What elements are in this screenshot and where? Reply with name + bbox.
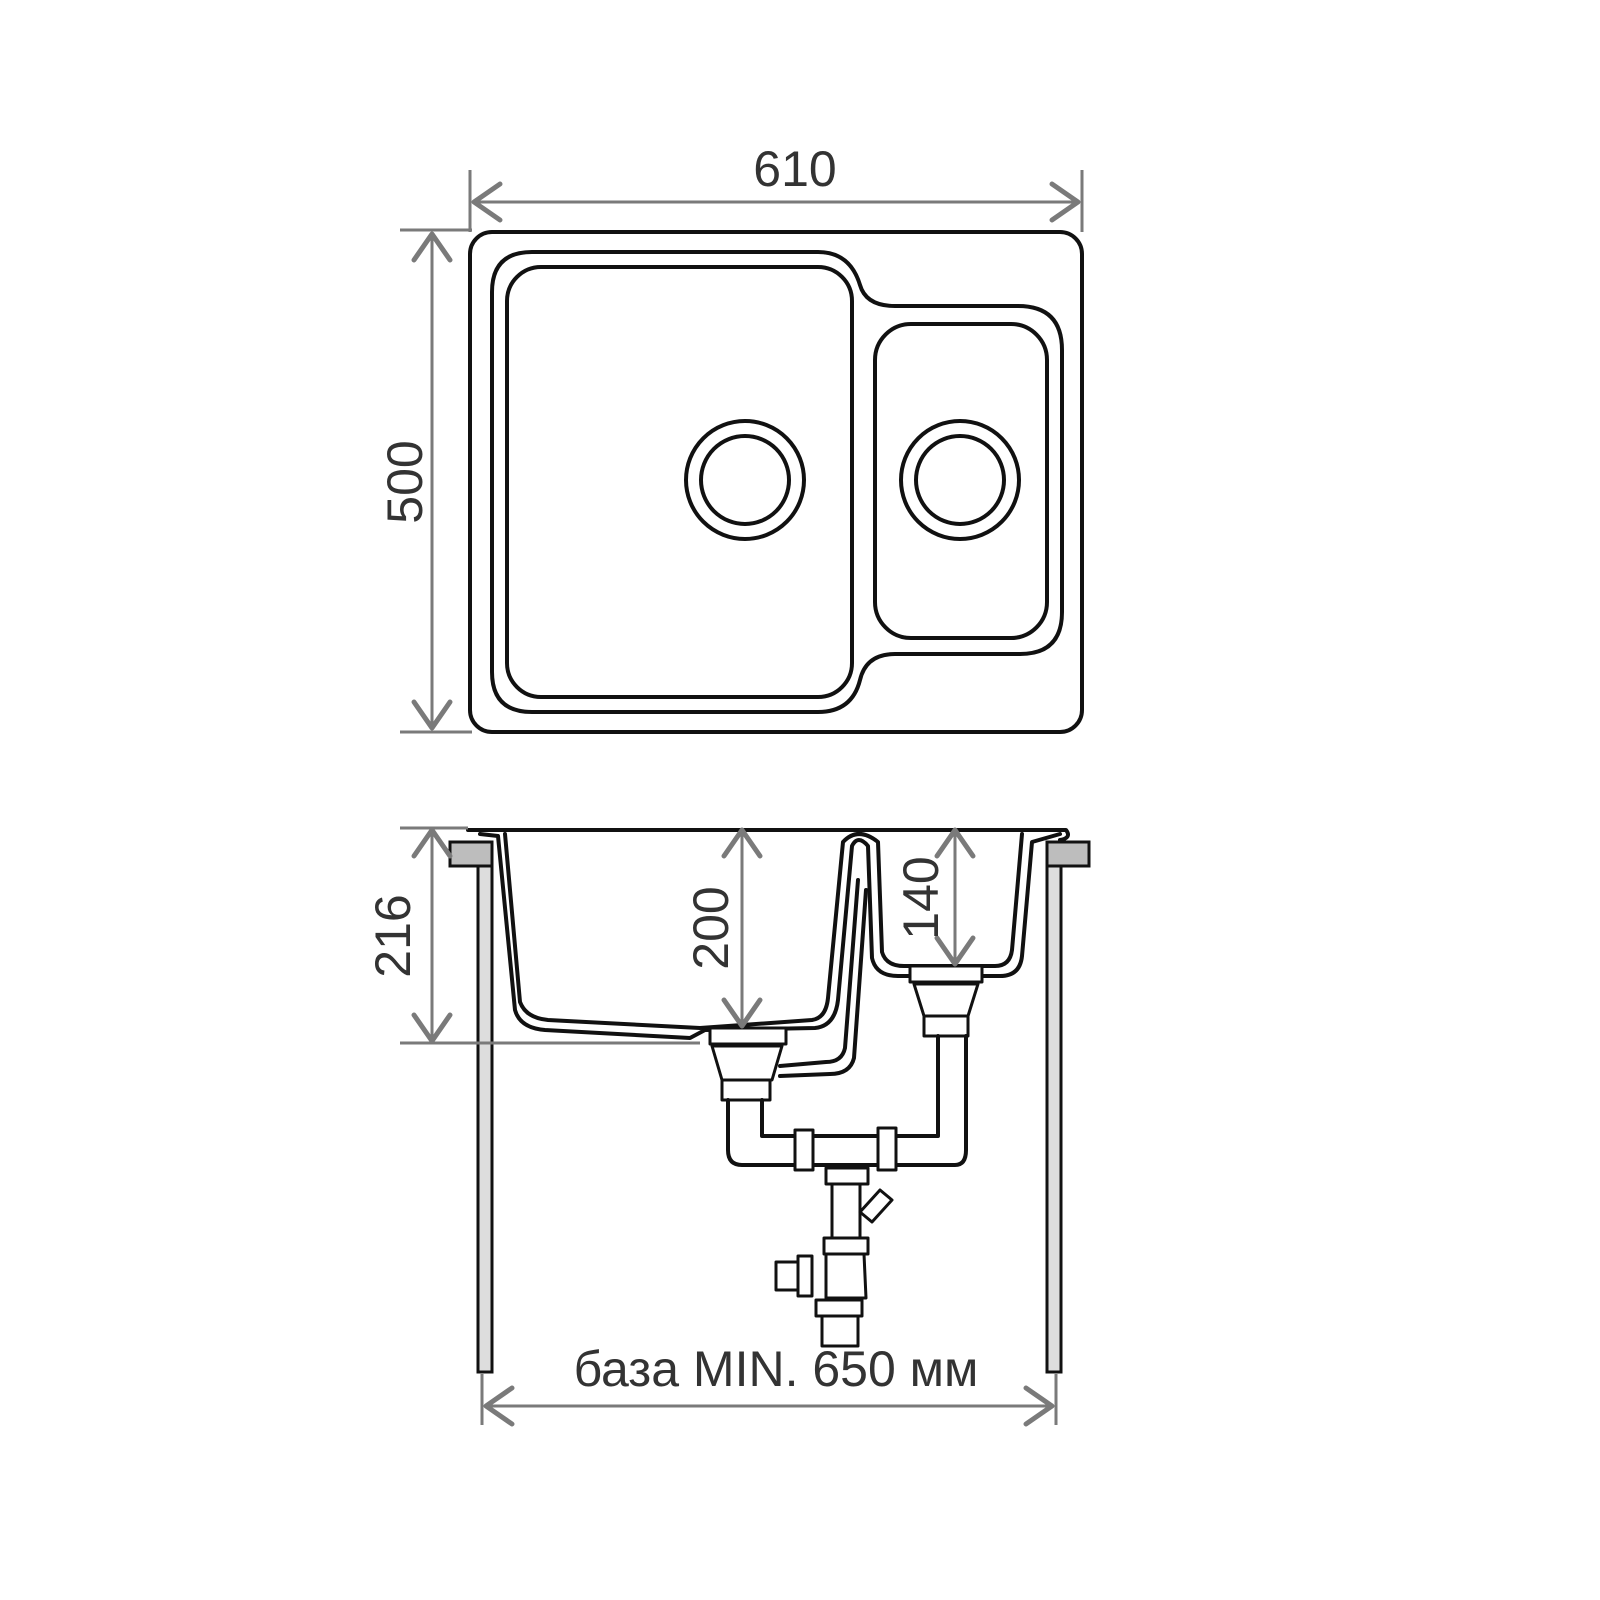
small-drain-flange xyxy=(908,964,984,984)
large-bowl xyxy=(505,265,854,699)
tee-nut xyxy=(824,1166,870,1186)
large-drain-flange xyxy=(708,1026,788,1046)
sink-rim xyxy=(466,828,1070,842)
right-countertop-block xyxy=(1045,840,1091,868)
small-bowl-depth-label: 140 xyxy=(893,856,949,939)
depth-label: 500 xyxy=(377,440,433,523)
left-countertop-block xyxy=(448,840,494,868)
small-drain-body xyxy=(912,982,980,1018)
overflow-pipe-outer xyxy=(778,888,868,1078)
pipe-coupling-left xyxy=(793,1128,815,1172)
top-view: 610 500 xyxy=(377,141,1084,734)
small-bowl-depth-dimension: 140 xyxy=(893,827,976,967)
siphon-tail xyxy=(820,1314,860,1348)
siphon-riser xyxy=(830,1182,862,1240)
height-dimension: 216 xyxy=(365,826,700,1045)
height-label: 216 xyxy=(365,894,421,977)
base-dimension: база MIN. 650 мм xyxy=(480,1341,1058,1427)
large-bowl-profile-inner xyxy=(503,832,1024,1030)
small-bowl-drain-inner xyxy=(914,434,1006,526)
small-drain-nut xyxy=(922,1014,970,1038)
large-bowl-depth-label: 200 xyxy=(683,886,739,969)
large-drain-body xyxy=(710,1044,784,1082)
width-dimension: 610 xyxy=(468,141,1084,232)
siphon-outlet xyxy=(774,1260,800,1292)
small-bowl xyxy=(873,322,1049,640)
small-bowl-drain-icon xyxy=(899,419,1021,541)
siphon-body xyxy=(824,1252,868,1300)
large-drain-nut xyxy=(720,1078,772,1102)
large-bowl-drain-inner xyxy=(699,434,791,526)
sink-outline xyxy=(468,230,1084,734)
drain-pipe-inner xyxy=(760,1034,940,1138)
depth-dimension: 500 xyxy=(377,228,472,734)
large-bowl-drain-icon xyxy=(684,419,806,541)
bowls-rim-outer xyxy=(490,250,1064,714)
large-bowl-depth-dimension: 200 xyxy=(683,827,763,1029)
siphon-bottom-nut xyxy=(814,1298,864,1318)
left-cabinet-wall xyxy=(476,864,494,1374)
siphon-side-inlet xyxy=(858,1188,894,1224)
side-view: 216 200 140 база MIN. 650 мм xyxy=(365,826,1091,1427)
large-bowl-profile xyxy=(478,832,1062,1040)
right-cabinet-wall xyxy=(1045,864,1063,1374)
pipe-coupling-right xyxy=(876,1126,898,1172)
siphon-nut xyxy=(822,1236,870,1256)
width-label: 610 xyxy=(753,141,836,197)
drain-pipe-outer xyxy=(726,1034,968,1167)
base-label: база MIN. 650 мм xyxy=(574,1341,979,1397)
overflow-pipe xyxy=(778,878,860,1068)
siphon-outlet-nut xyxy=(796,1254,814,1298)
